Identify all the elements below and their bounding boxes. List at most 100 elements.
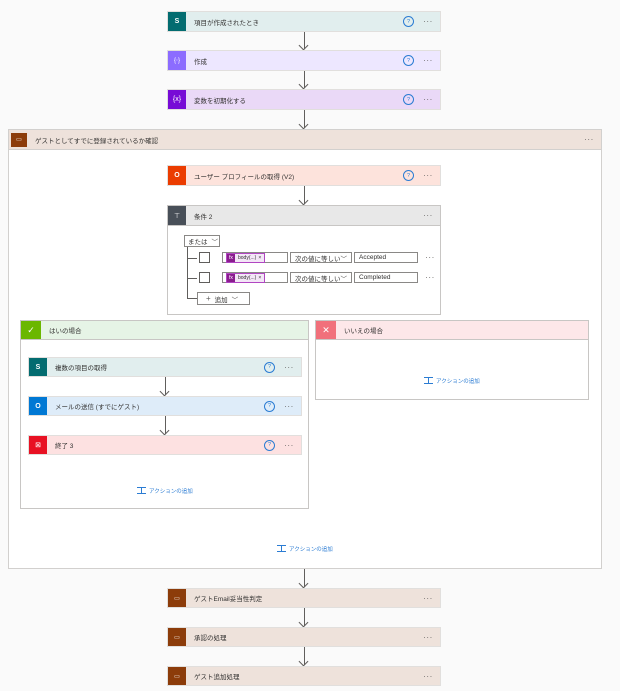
- more-options-icon[interactable]: ···: [284, 401, 294, 411]
- chevron-down-icon: ﹀: [340, 255, 348, 263]
- step-title: メールの送信 (すでにゲスト): [55, 404, 140, 411]
- step-title: ユーザー プロフィールの取得 (V2): [194, 173, 295, 181]
- add-action-button[interactable]: アクションの追加: [424, 376, 480, 385]
- flow-arrow: [298, 32, 309, 51]
- step-title: 作成: [194, 58, 207, 66]
- add-action-icon: [424, 376, 433, 385]
- more-options-icon[interactable]: ···: [423, 632, 433, 642]
- more-options-icon[interactable]: ···: [284, 362, 294, 372]
- flow-arrow: [298, 186, 309, 206]
- step-compose[interactable]: {⋅} 作成 ? ···: [167, 50, 441, 71]
- step-terminate[interactable]: ⊠ 終了 3 ? ···: [28, 435, 302, 455]
- chevron-down-icon: ﹀: [340, 275, 348, 283]
- more-options-icon[interactable]: ···: [423, 593, 433, 603]
- help-icon[interactable]: ?: [264, 439, 275, 451]
- operator-label: または: [188, 239, 208, 246]
- operator-dropdown[interactable]: または ﹀: [184, 235, 220, 247]
- right-operand-field[interactable]: Completed: [354, 272, 418, 283]
- help-icon[interactable]: ?: [403, 16, 414, 27]
- terminate-icon: ⊠: [29, 436, 47, 454]
- row-more-icon[interactable]: ···: [425, 253, 435, 262]
- flow-arrow: [159, 416, 170, 436]
- scope-header[interactable]: ▭ ゲストとしてすでに登録されているか確認 ···: [8, 129, 602, 150]
- tree-connector: [187, 298, 197, 299]
- chevron-down-icon: ﹀: [231, 296, 239, 304]
- add-action-button[interactable]: アクションの追加: [137, 486, 193, 495]
- scope-icon: ▭: [11, 132, 27, 147]
- step-title: 複数の項目の取得: [55, 365, 107, 372]
- row-more-icon[interactable]: ···: [425, 273, 435, 282]
- condition-header[interactable]: ⊤ 条件 2 ···: [167, 205, 441, 226]
- yes-branch-header[interactable]: ✓ はいの場合: [20, 320, 309, 340]
- branch-title: いいえの場合: [344, 328, 383, 335]
- scope-icon: ▭: [168, 589, 186, 607]
- more-options-icon[interactable]: ···: [584, 135, 594, 144]
- row-checkbox[interactable]: [199, 272, 210, 283]
- compose-icon: {⋅}: [168, 51, 186, 70]
- step-title: 承認の処理: [194, 635, 227, 642]
- step-init-variable[interactable]: {x} 変数を初期化する ? ···: [167, 89, 441, 110]
- step-trigger[interactable]: S 項目が作成されたとき ? ···: [167, 11, 441, 32]
- flow-arrow: [298, 569, 309, 589]
- plus-icon: +: [206, 294, 211, 303]
- step-title: 終了 3: [55, 443, 74, 450]
- scope-title: ゲストとしてすでに登録されているか確認: [35, 137, 159, 145]
- fx-icon: fx: [227, 253, 235, 262]
- more-options-icon[interactable]: ···: [423, 211, 433, 220]
- right-operand-field[interactable]: Accepted: [354, 252, 418, 263]
- more-options-icon[interactable]: ···: [423, 56, 433, 65]
- step-add-guest[interactable]: ▭ ゲスト追加処理 ···: [167, 666, 441, 686]
- scope-icon: ▭: [168, 667, 186, 685]
- close-icon[interactable]: ×: [258, 274, 262, 281]
- more-options-icon[interactable]: ···: [423, 17, 433, 26]
- condition-title: 条件 2: [194, 213, 213, 221]
- more-options-icon[interactable]: ···: [284, 440, 294, 450]
- step-title: 項目が作成されたとき: [194, 19, 259, 27]
- outlook-icon: O: [29, 397, 47, 415]
- checkmark-icon: ✓: [21, 321, 41, 339]
- flow-arrow: [159, 377, 170, 397]
- help-icon[interactable]: ?: [403, 55, 414, 66]
- branch-title: はいの場合: [49, 328, 82, 335]
- help-icon[interactable]: ?: [403, 94, 414, 105]
- help-icon[interactable]: ?: [264, 400, 275, 412]
- add-action-button[interactable]: アクションの追加: [277, 544, 333, 553]
- help-icon[interactable]: ?: [264, 361, 275, 373]
- more-options-icon[interactable]: ···: [423, 171, 433, 180]
- step-title: ゲスト追加処理: [194, 674, 240, 681]
- tree-connector: [187, 258, 197, 259]
- sharepoint-icon: S: [168, 12, 186, 31]
- flow-arrow: [298, 110, 309, 130]
- operator-select[interactable]: 次の値に等しい﹀: [290, 272, 352, 283]
- close-icon[interactable]: ×: [258, 254, 262, 261]
- tree-connector: [187, 278, 197, 279]
- fx-icon: fx: [227, 273, 235, 282]
- condition-icon: ⊤: [168, 206, 186, 225]
- more-options-icon[interactable]: ···: [423, 671, 433, 681]
- sharepoint-icon: S: [29, 358, 47, 376]
- step-guest-email-validation[interactable]: ▭ ゲストEmail妥当性判定 ···: [167, 588, 441, 608]
- operator-select[interactable]: 次の値に等しい﹀: [290, 252, 352, 263]
- step-get-user-profile[interactable]: O ユーザー プロフィールの取得 (V2) ? ···: [167, 165, 441, 186]
- add-condition-button[interactable]: + 追加 ﹀: [197, 292, 250, 305]
- step-get-items[interactable]: S 複数の項目の取得 ? ···: [28, 357, 302, 377]
- more-options-icon[interactable]: ···: [423, 95, 433, 104]
- step-send-email[interactable]: O メールの送信 (すでにゲスト) ? ···: [28, 396, 302, 416]
- step-title: 変数を初期化する: [194, 97, 246, 105]
- add-action-icon: [277, 544, 286, 553]
- row-checkbox[interactable]: [199, 252, 210, 263]
- no-branch-header[interactable]: ✕ いいえの場合: [315, 320, 589, 340]
- step-approval-process[interactable]: ▭ 承認の処理 ···: [167, 627, 441, 647]
- flow-arrow: [298, 71, 309, 90]
- tree-connector: [187, 247, 188, 298]
- help-icon[interactable]: ?: [403, 170, 414, 181]
- chevron-down-icon: ﹀: [211, 239, 219, 246]
- variable-icon: {x}: [168, 90, 186, 109]
- scope-icon: ▭: [168, 628, 186, 646]
